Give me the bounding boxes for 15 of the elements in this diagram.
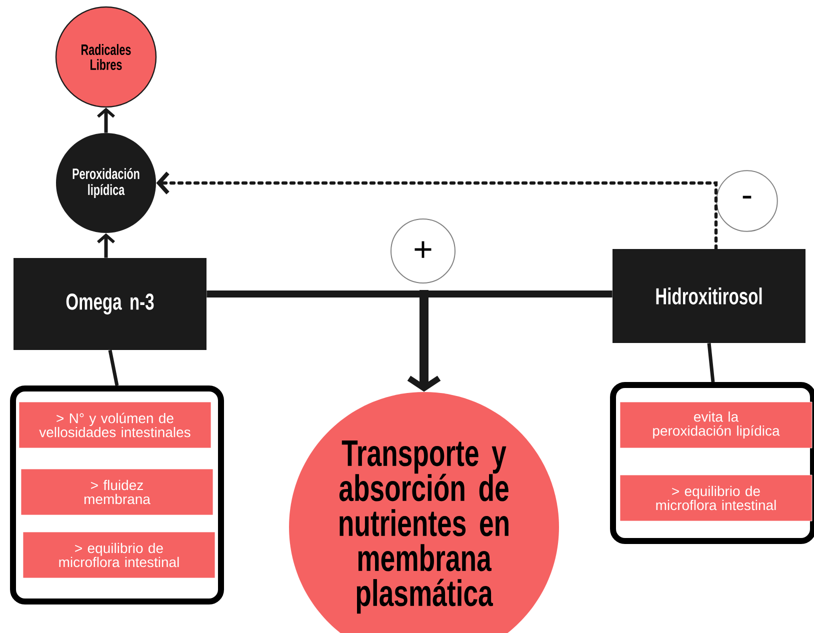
connector-line [108, 350, 119, 386]
connector-line [707, 343, 715, 382]
dotted-arrow [156, 172, 718, 251]
effect-box: > fluidez membrana [20, 468, 214, 516]
arrow [97, 108, 115, 133]
process-box: Hidroxitirosol [612, 249, 806, 343]
effect-box: > N° y volúmen de vellosidades intestinales [18, 402, 212, 448]
effect-box: > equilibrio de microflora intestinal [22, 532, 216, 578]
connector-line [428, 290, 612, 298]
arrow [407, 290, 441, 392]
effect-box: evita la peroxidación lipídica [620, 402, 812, 448]
process-box: Omega n-3 [14, 258, 206, 350]
arrow [97, 233, 115, 258]
connector-line [206, 290, 420, 298]
effect-box: > equilibrio de microflora intestinal [620, 474, 812, 522]
